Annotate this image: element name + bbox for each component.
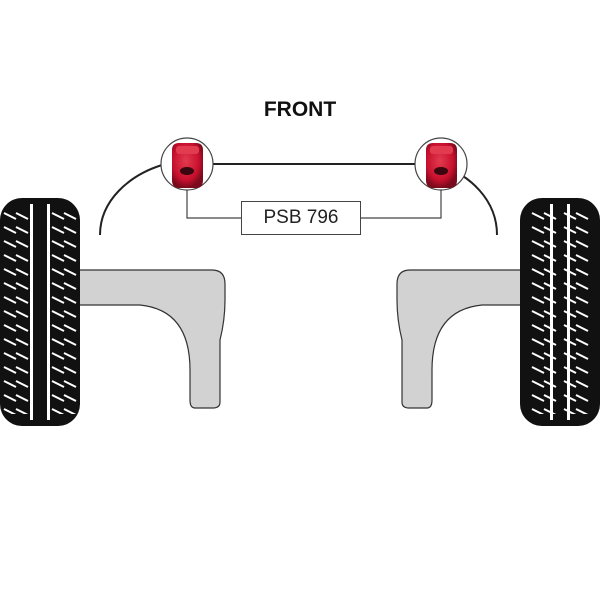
left-tire (0, 198, 80, 426)
diagram-title: FRONT (263, 98, 337, 121)
polyurethane-bush-icon (172, 143, 203, 188)
left-lower-arm (77, 269, 226, 409)
leader-line-right (361, 190, 442, 219)
right-tire (520, 198, 600, 426)
bush-callout-right (414, 137, 468, 191)
leader-line-left (186, 190, 241, 219)
polyurethane-bush-icon (426, 143, 457, 188)
anti-roll-bar (99, 163, 498, 236)
bush-callout-left (160, 137, 214, 191)
right-lower-arm (396, 269, 523, 409)
part-number-label: PSB 796 (241, 201, 361, 235)
